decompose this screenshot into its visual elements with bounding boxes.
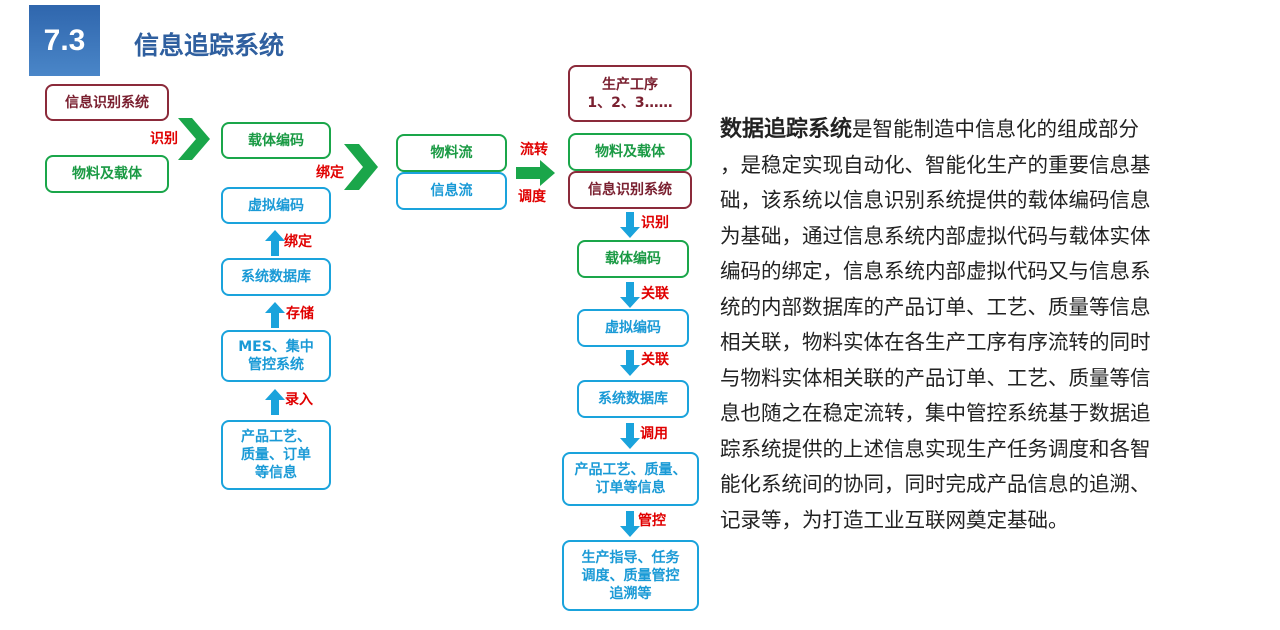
label-identify-right: 识别 <box>641 215 669 231</box>
label-store: 存储 <box>286 306 314 322</box>
paragraph-line: 数据追踪系统是智能制造中信息化的组成部分 <box>720 112 1240 148</box>
process-title: 生产工序 <box>602 76 658 93</box>
info-system-box: 信息识别系统 <box>45 84 169 121</box>
material-flow-box: 物料流 <box>396 134 507 172</box>
label-relate-1: 关联 <box>641 286 669 302</box>
paragraph-line: 息也随之在稳定流转，集中管控系统基于数据追 <box>720 401 1151 425</box>
paragraph-bold-term: 数据追踪系统 <box>720 116 853 142</box>
process-steps: 1、2、3…… <box>587 94 673 111</box>
mes-box: MES、集中管控系统 <box>221 330 331 382</box>
info-system-box-right: 信息识别系统 <box>568 171 692 209</box>
label-input: 录入 <box>285 392 313 408</box>
paragraph-line: 踪系统提供的上述信息实现生产任务调度和各智 <box>720 436 1151 461</box>
arrow-up-icon <box>265 230 285 256</box>
arrow-down-icon <box>620 350 640 376</box>
label-schedule: 调度 <box>518 189 546 205</box>
arrow-down-icon <box>620 282 640 308</box>
paragraph-line: 能化系统间的协同，同时完成产品信息的追溯、 <box>720 472 1151 496</box>
paragraph-line: 编码的绑定，信息系统内部虚拟代码又与信息系 <box>720 259 1151 283</box>
chevron-right-icon <box>178 118 210 160</box>
label-relate-2: 关联 <box>641 352 669 368</box>
arrow-down-icon <box>620 212 640 238</box>
label-bind: 绑定 <box>316 165 344 181</box>
description-paragraph: 数据追踪系统是智能制造中信息化的组成部分 ，是稳定实现自动化、智能化生产的重要信… <box>720 112 1240 538</box>
process-box: 生产工序 1、2、3…… <box>568 65 692 122</box>
label-identify: 识别 <box>150 131 178 147</box>
carrier-code-box-right: 载体编码 <box>577 240 689 278</box>
database-box: 系统数据库 <box>221 258 331 296</box>
arrow-right-icon <box>516 160 555 186</box>
paragraph-line: 为基础，通过信息系统内部虚拟代码与载体实体 <box>720 223 1151 248</box>
label-control: 管控 <box>638 513 666 529</box>
label-flow: 流转 <box>520 142 548 158</box>
guidance-box: 生产指导、任务调度、质量管控追溯等 <box>562 540 699 611</box>
virtual-code-box: 虚拟编码 <box>221 187 331 224</box>
paragraph-line: 相关联，物料实体在各生产工序有序流转的同时 <box>720 330 1151 354</box>
info-flow-box: 信息流 <box>396 172 507 210</box>
paragraph-line: 统的内部数据库的产品订单、工艺、质量等信息 <box>720 294 1151 319</box>
material-carrier-box: 物料及载体 <box>45 155 169 193</box>
virtual-code-box-right: 虚拟编码 <box>577 309 689 347</box>
page-title: 信息追踪系统 <box>134 31 285 60</box>
chevron-right-icon <box>344 144 378 190</box>
paragraph-line: 础，该系统以信息识别系统提供的载体编码信息 <box>720 188 1151 212</box>
arrow-down-icon <box>620 511 640 537</box>
product-info-box: 产品工艺、质量、订单等信息 <box>221 420 331 490</box>
paragraph-line: 记录等，为打造工业互联网奠定基础。 <box>720 507 1069 532</box>
label-bind-2: 绑定 <box>284 234 312 250</box>
paragraph-line: ，是稳定实现自动化、智能化生产的重要信息基 <box>720 152 1151 177</box>
arrow-down-icon <box>620 423 640 449</box>
carrier-code-box: 载体编码 <box>221 122 331 159</box>
database-box-right: 系统数据库 <box>577 380 689 418</box>
product-info-box-right: 产品工艺、质量、订单等信息 <box>562 452 699 506</box>
paragraph-line: 与物料实体相关联的产品订单、工艺、质量等信 <box>720 365 1151 390</box>
arrow-up-icon <box>265 389 285 415</box>
material-carrier-box-right: 物料及载体 <box>568 133 692 171</box>
arrow-up-icon <box>265 302 285 328</box>
label-call: 调用 <box>640 426 668 442</box>
section-number: 7.3 <box>29 5 100 76</box>
paragraph-line-text: 是智能制造中信息化的组成部分 <box>852 117 1140 141</box>
